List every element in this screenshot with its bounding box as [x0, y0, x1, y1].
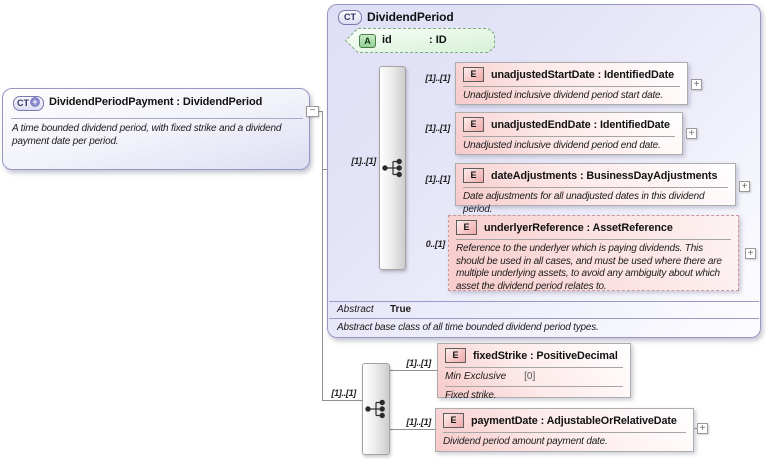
element-description: Fixed strike.	[445, 390, 497, 401]
element-unadjustedEndDate[interactable]: E unadjustedEndDate : IdentifiedDate Una…	[455, 112, 683, 155]
cardinality-enddate: [1]..[1]	[425, 123, 450, 133]
sequence-icon	[365, 399, 385, 419]
element-label: fixedStrike : PositiveDecimal	[473, 349, 618, 362]
element-description: Dividend period amount payment date.	[443, 436, 608, 447]
element-icon: E	[463, 117, 484, 132]
abstract-label: Abstract	[337, 304, 374, 315]
expand-button-startdate[interactable]: +	[691, 79, 702, 90]
sequence-icon	[381, 158, 402, 178]
cardinality-paymentdate: [1]..[1]	[406, 417, 431, 427]
facet-row: Min Exclusive [0]	[445, 371, 623, 382]
element-separator	[445, 386, 623, 387]
element-fixedStrike[interactable]: E fixedStrike : PositiveDecimal Min Excl…	[437, 343, 631, 401]
element-separator	[463, 187, 728, 188]
root-type-title: DividendPeriodPayment : DividendPeriod	[49, 96, 263, 108]
cardinality-extension-sequence: [1]..[1]	[331, 388, 356, 398]
element-description: Unadjusted inclusive dividend period end…	[463, 140, 661, 151]
element-title-row: E unadjustedEndDate : IdentifiedDate	[463, 117, 675, 132]
root-type-description: A time bounded dividend period, with fix…	[12, 123, 282, 147]
root-type-box[interactable]: CT+ DividendPeriodPayment : DividendPeri…	[2, 88, 310, 170]
attribute-type: : ID	[429, 34, 447, 46]
expand-button-paymentdate[interactable]: +	[697, 423, 708, 434]
element-title-row: E dateAdjustments : BusinessDayAdjustmen…	[463, 168, 728, 183]
expand-button-dateadjustments[interactable]: +	[739, 181, 750, 192]
abstract-separator-bottom	[329, 318, 759, 319]
attribute-shape	[345, 28, 495, 53]
element-title-row: E underlyerReference : AssetReference	[456, 220, 731, 235]
element-description: Date adjustments for all unadjusted date…	[463, 191, 705, 215]
element-label: unadjustedEndDate : IdentifiedDate	[491, 118, 670, 131]
element-icon: E	[443, 413, 464, 428]
connector-branch-paymentdate	[388, 429, 435, 430]
expand-button-underlyer[interactable]: +	[745, 248, 756, 259]
element-label: dateAdjustments : BusinessDayAdjustments	[491, 169, 718, 182]
cardinality-fixedstrike: [1]..[1]	[406, 358, 431, 368]
plus-stub-paymentdate	[694, 428, 697, 429]
connector-trunk-vertical	[322, 111, 323, 401]
cardinality-sequence: [1]..[1]	[351, 156, 376, 166]
element-separator	[463, 136, 675, 137]
expand-button-enddate[interactable]: +	[686, 128, 697, 139]
attribute-name: id	[382, 34, 392, 46]
ct-badge-text: CT	[17, 98, 29, 108]
attribute-icon: A	[359, 34, 376, 48]
abstract-separator-top	[329, 301, 759, 302]
extension-sequence-compositor[interactable]	[362, 363, 390, 455]
facet-value: [0]	[524, 371, 536, 382]
element-title-row: E fixedStrike : PositiveDecimal	[445, 348, 623, 363]
complex-type-derived-icon: CT+	[13, 96, 44, 111]
element-label: unadjustedStartDate : IdentifiedDate	[491, 68, 674, 81]
facet-label: Min Exclusive	[445, 371, 507, 382]
ct-badge-text: CT	[344, 12, 356, 22]
element-title-row: E unadjustedStartDate : IdentifiedDate	[463, 67, 680, 82]
element-label: paymentDate : AdjustableOrRelativeDate	[471, 414, 677, 427]
element-icon: E	[463, 168, 484, 183]
element-description: Unadjusted inclusive dividend period sta…	[463, 90, 663, 101]
connector-stub-root	[318, 111, 323, 112]
collapse-button[interactable]: −	[306, 106, 319, 117]
base-type-title: DividendPeriod	[367, 10, 454, 24]
element-separator	[445, 367, 623, 368]
abstract-value: True	[390, 304, 412, 315]
element-icon: E	[445, 348, 466, 363]
cardinality-dateadjustments: [1]..[1]	[425, 174, 450, 184]
element-separator	[463, 86, 680, 87]
root-title-separator	[11, 118, 303, 119]
element-title-row: E paymentDate : AdjustableOrRelativeDate	[443, 413, 686, 428]
connector-branch-extension	[322, 400, 362, 401]
element-dateAdjustments[interactable]: E dateAdjustments : BusinessDayAdjustmen…	[455, 163, 736, 215]
element-paymentDate[interactable]: E paymentDate : AdjustableOrRelativeDate…	[435, 408, 694, 452]
element-icon: E	[463, 67, 484, 82]
element-icon: E	[456, 220, 477, 235]
element-separator	[456, 239, 731, 240]
element-unadjustedStartDate[interactable]: E unadjustedStartDate : IdentifiedDate U…	[455, 62, 688, 105]
base-type-footer: Abstract base class of all time bounded …	[337, 322, 599, 333]
element-label: underlyerReference : AssetReference	[484, 221, 673, 234]
attribute-id-box[interactable]: A id : ID	[345, 28, 495, 53]
element-separator	[443, 432, 686, 433]
derived-plus-icon: +	[30, 97, 40, 107]
connector-branch-fixedstrike	[388, 370, 437, 371]
sequence-compositor[interactable]	[379, 66, 406, 270]
element-underlyerReference[interactable]: E underlyerReference : AssetReference Re…	[448, 215, 739, 292]
cardinality-underlyer: 0..[1]	[425, 239, 446, 249]
element-description: Reference to the underlyer which is payi…	[456, 243, 722, 292]
complex-type-icon: CT	[338, 10, 362, 25]
cardinality-startdate: [1]..[1]	[425, 73, 450, 83]
